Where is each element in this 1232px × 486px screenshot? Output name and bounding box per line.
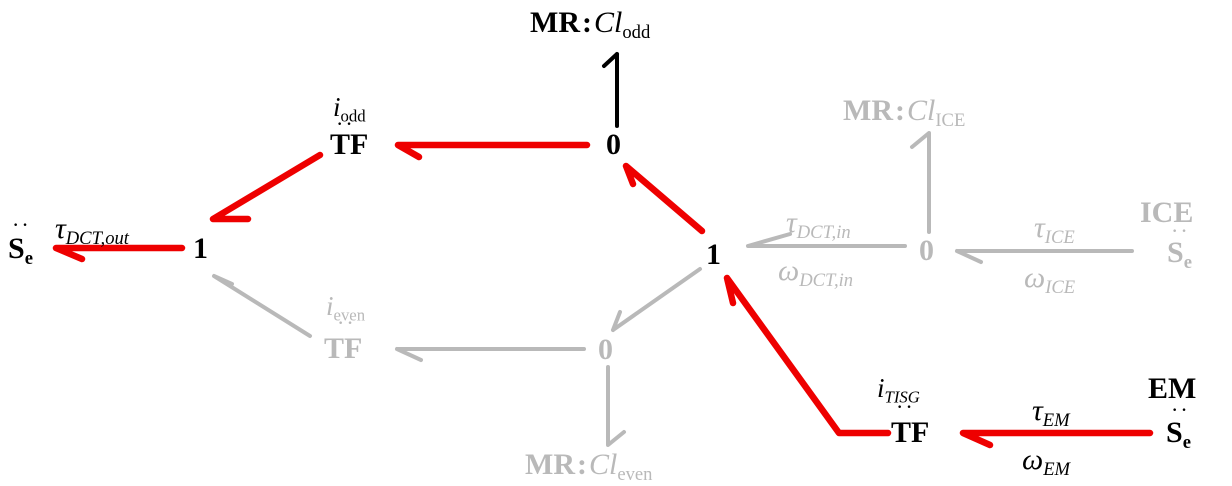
mr-cl-even-node: MR:Cleven xyxy=(525,450,652,485)
se-em-title-text: EM xyxy=(1148,372,1197,405)
tf-even-ratio-sub: even xyxy=(333,305,366,325)
mr-odd-sub: odd xyxy=(622,21,651,43)
se-em-dots: ·· xyxy=(1171,397,1190,422)
se-out-node: Se xyxy=(8,234,33,269)
mr-odd-colon: : xyxy=(581,6,592,39)
tf-even-ratio-base: i xyxy=(326,291,334,321)
se-ice-dots: ·· xyxy=(1171,218,1190,243)
omega-dct-in-sub: DCT,in xyxy=(799,269,854,291)
bond-zero-odd-to-mr-odd xyxy=(602,52,619,128)
se-ice-label: S xyxy=(1167,236,1184,269)
tf-isg-node: TF xyxy=(891,418,929,448)
mr-even-colon: : xyxy=(576,448,587,481)
se-em-sub: e xyxy=(1182,431,1191,453)
se-ice-node: Se xyxy=(1167,238,1192,273)
tf-isg-dots: ·· xyxy=(896,394,915,419)
one-junction-left: 1 xyxy=(193,234,208,264)
se-ice-sub: e xyxy=(1183,251,1192,273)
tau-ice-label: τICE xyxy=(1034,213,1075,248)
inactive-bonds xyxy=(212,131,1134,447)
se-out-label: S xyxy=(8,232,25,265)
bond-one-left-to-se-out xyxy=(52,244,186,263)
tau-dct-in-sym: τ xyxy=(786,206,797,239)
bond-tf-even-to-one-left xyxy=(212,274,312,338)
zero-junction-even: 0 xyxy=(598,335,613,365)
mr-ice-colon: : xyxy=(894,94,905,127)
tau-dct-in-label: τDCT,in xyxy=(786,208,851,243)
se-em-title: EM xyxy=(1148,374,1196,404)
bond-zero-ice-to-mr-ice xyxy=(910,131,931,234)
se-out-dots: ·· xyxy=(12,212,31,237)
tf-odd-ratio-sub: odd xyxy=(340,106,366,126)
mr-cl-ice-node: MR:ClICE xyxy=(843,96,965,131)
bond-tf-isg-to-one-center xyxy=(723,274,892,437)
se-em-label: S xyxy=(1166,416,1183,449)
power-path-bonds xyxy=(52,141,1154,449)
bond-se-ice-to-zero-ice xyxy=(955,249,1134,264)
se-em-node: Se xyxy=(1166,418,1191,453)
tau-ice-sub: ICE xyxy=(1044,226,1075,248)
tf-isg-ratio-sub: TISG xyxy=(884,387,920,407)
omega-ice-sym: ω xyxy=(1024,261,1046,294)
omega-dct-in-label: ωDCT,in xyxy=(778,256,853,291)
omega-em-sym: ω xyxy=(1022,443,1044,476)
mr-odd-base: Cl xyxy=(593,6,623,39)
tf-odd-ratio-base: i xyxy=(333,92,341,122)
tau-dct-out-label: τDCT,out xyxy=(55,214,129,249)
zero-junction-ice: 0 xyxy=(919,236,934,266)
omega-dct-in-sym: ω xyxy=(778,254,800,287)
tau-em-sub: EM xyxy=(1042,409,1070,431)
zero-odd-label: 0 xyxy=(606,128,621,161)
mr-even-base: Cl xyxy=(588,448,618,481)
tau-dct-in-sub: DCT,in xyxy=(796,221,851,243)
tf-odd-dots: ·· xyxy=(336,111,355,136)
bond-zero-even-to-mr-even xyxy=(606,365,626,447)
one-left-label: 1 xyxy=(193,232,208,265)
mr-ice-prefix: MR xyxy=(843,94,893,127)
tf-even-dots: ·· xyxy=(337,310,356,335)
tau-dct-out-sub: DCT,out xyxy=(65,227,129,249)
bond-zero-ice-to-one-center xyxy=(746,232,907,248)
se-ice-title: ICE xyxy=(1140,198,1193,228)
omega-ice-sub: ICE xyxy=(1045,276,1076,298)
zero-ice-label: 0 xyxy=(919,234,934,267)
tf-isg-ratio: iTISG xyxy=(877,375,920,406)
mr-cl-odd-node: MR:Clodd xyxy=(530,8,650,43)
tf-isg-ratio-base: i xyxy=(877,373,885,403)
tf-odd-ratio: iodd xyxy=(333,94,366,125)
tf-isg-label: TF xyxy=(891,416,930,449)
mr-odd-prefix: MR xyxy=(530,6,580,39)
tf-odd-label: TF xyxy=(330,128,369,161)
one-junction-center: 1 xyxy=(706,240,721,270)
tau-dct-out-sym: τ xyxy=(55,212,66,245)
se-out-sub: e xyxy=(24,247,33,269)
mr-even-sub: even xyxy=(617,463,653,485)
omega-ice-label: ωICE xyxy=(1024,263,1075,298)
mr-ice-sub: ICE xyxy=(935,109,966,131)
tf-odd-node: TF xyxy=(330,130,368,160)
omega-em-label: ωEM xyxy=(1022,445,1070,480)
tf-even-label: TF xyxy=(324,332,363,365)
bond-zero-even-to-tf-even xyxy=(395,347,586,362)
tf-even-ratio: ieven xyxy=(326,293,365,324)
zero-junction-odd: 0 xyxy=(606,130,621,160)
zero-even-label: 0 xyxy=(598,333,613,366)
bond-se-em-to-tf-isg xyxy=(959,429,1154,449)
se-ice-title-text: ICE xyxy=(1140,196,1194,229)
omega-em-sub: EM xyxy=(1043,458,1071,480)
tf-even-node: TF xyxy=(324,334,362,364)
tau-em-sym: τ xyxy=(1032,394,1043,427)
tau-ice-sym: τ xyxy=(1034,211,1045,244)
mr-even-prefix: MR xyxy=(525,448,575,481)
bond-one-center-to-zero-odd xyxy=(622,162,706,235)
bond-zero-odd-to-tf-odd xyxy=(394,141,591,161)
one-center-label: 1 xyxy=(706,238,721,271)
active-bonds xyxy=(602,52,619,128)
bond-one-center-to-zero-even xyxy=(611,267,702,332)
mr-ice-base: Cl xyxy=(906,94,936,127)
bond-tf-odd-to-one-left xyxy=(209,151,324,223)
tau-em-label: τEM xyxy=(1032,396,1070,431)
